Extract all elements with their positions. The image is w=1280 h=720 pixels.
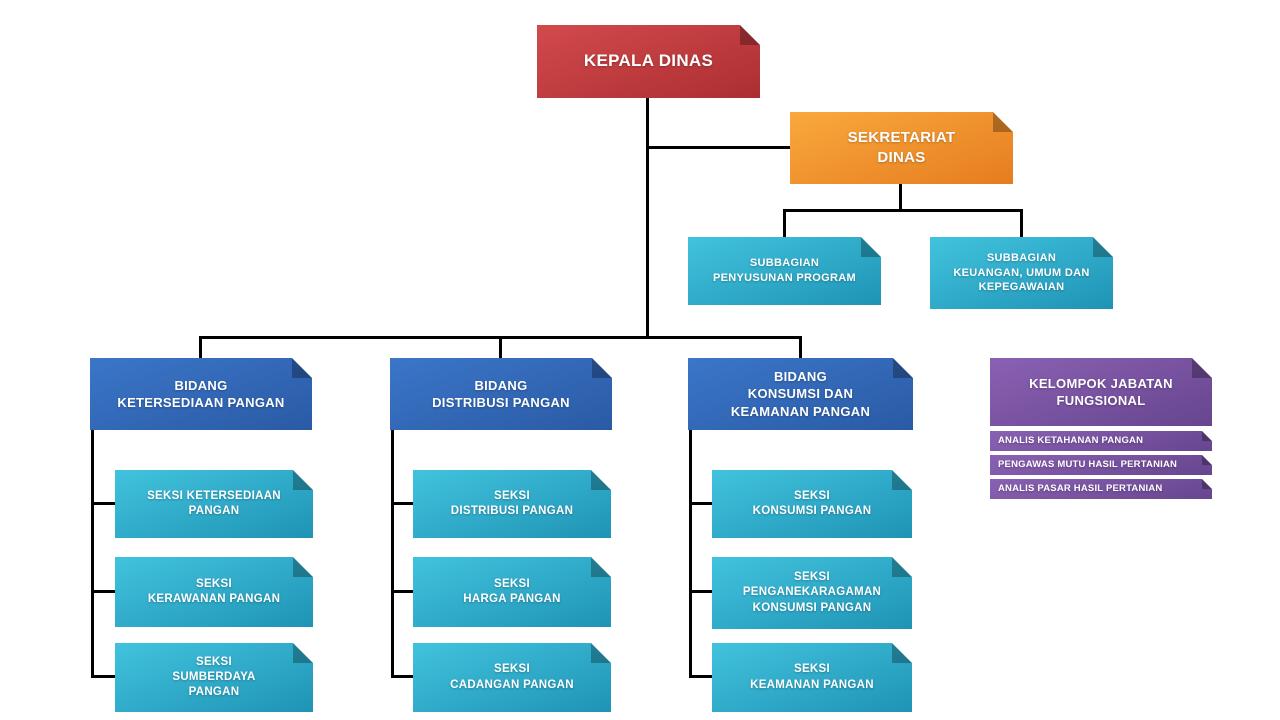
node-label: SUBBAGIAN KEUANGAN, UMUM DAN KEPEGAWAIAN [953,252,1090,294]
node-label: SEKSI PENGANEKARAGAMAN KONSUMSI PANGAN [742,571,882,614]
connector-line [91,675,115,678]
node-label: SEKSI KONSUMSI PANGAN [752,489,872,517]
node-label: SEKSI SUMBERDAYA PANGAN [172,655,256,699]
node-label: KELOMPOK JABATAN FUNGSIONAL [1029,375,1173,408]
node-subbagian-keuangan-umum-kepegawaian: SUBBAGIAN KEUANGAN, UMUM DAN KEPEGAWAIAN [930,237,1113,309]
connector-line [689,502,712,505]
connector-line [499,336,502,358]
bar-label: ANALIS KETAHANAN PANGAN [998,434,1144,446]
connector-line [91,590,115,593]
node-seksi-sumberdaya-pangan: SEKSI SUMBERDAYA PANGAN [115,643,313,712]
node-seksi-ketersediaan-pangan: SEKSI KETERSEDIAAN PANGAN [115,470,313,538]
node-seksi-keamanan-pangan: SEKSI KEAMANAN PANGAN [712,643,912,712]
connector-line [689,590,712,593]
connector-line [899,184,902,212]
connector-line [391,590,413,593]
connector-line [799,336,802,358]
connector-line [391,430,394,678]
connector-line [783,209,786,237]
connector-line [91,430,94,678]
connector-line [199,336,202,358]
node-label: KEPALA DINAS [583,51,714,71]
connector-line [391,675,413,678]
connector-line [646,98,649,339]
bar-label: PENGAWAS MUTU HASIL PERTANIAN [998,458,1178,470]
node-seksi-distribusi-pangan: SEKSI DISTRIBUSI PANGAN [413,470,611,538]
node-kelompok-jabatan-fungsional: KELOMPOK JABATAN FUNGSIONAL [990,358,1212,426]
bar-analis-pasar-hasil-pertanian: ANALIS PASAR HASIL PERTANIAN [990,479,1212,499]
node-label: SEKSI KETERSEDIAAN PANGAN [147,489,281,517]
bar-analis-ketahanan-pangan: ANALIS KETAHANAN PANGAN [990,431,1212,451]
node-label: SEKSI HARGA PANGAN [463,577,561,605]
connector-line [783,209,1023,212]
node-label: SUBBAGIAN PENYUSUNAN PROGRAM [713,257,856,284]
connector-line [91,502,115,505]
node-bidang-ketersediaan-pangan: BIDANG KETERSEDIAAN PANGAN [90,358,312,430]
node-label: SEKSI KERAWANAN PANGAN [147,577,281,605]
connector-line [689,675,712,678]
node-label: SEKSI DISTRIBUSI PANGAN [450,489,574,517]
node-label: BIDANG KONSUMSI DAN KEAMANAN PANGAN [730,369,871,419]
node-seksi-konsumsi-pangan: SEKSI KONSUMSI PANGAN [712,470,912,538]
node-seksi-harga-pangan: SEKSI HARGA PANGAN [413,557,611,627]
connector-line [689,430,692,678]
node-sekretariat-dinas: SEKRETARIAT DINAS [790,112,1013,184]
node-subbagian-penyusunan-program: SUBBAGIAN PENYUSUNAN PROGRAM [688,237,881,305]
node-kepala-dinas: KEPALA DINAS [537,25,760,98]
bar-label: ANALIS PASAR HASIL PERTANIAN [998,482,1163,494]
node-label: SEKRETARIAT DINAS [847,129,956,166]
node-seksi-cadangan-pangan: SEKSI CADANGAN PANGAN [413,643,611,712]
node-label: SEKSI KEAMANAN PANGAN [750,663,874,691]
connector-line [391,502,413,505]
connector-line [1020,209,1023,237]
bar-pengawas-mutu-hasil-pertanian: PENGAWAS MUTU HASIL PERTANIAN [990,455,1212,475]
connector-line [647,146,790,149]
node-label: BIDANG DISTRIBUSI PANGAN [432,377,570,410]
node-seksi-kerawanan-pangan: SEKSI KERAWANAN PANGAN [115,557,313,627]
node-label: SEKSI CADANGAN PANGAN [450,663,574,691]
node-seksi-penganekaragaman-konsumsi-pangan: SEKSI PENGANEKARAGAMAN KONSUMSI PANGAN [712,557,912,629]
node-label: BIDANG KETERSEDIAAN PANGAN [117,377,285,410]
node-bidang-distribusi-pangan: BIDANG DISTRIBUSI PANGAN [390,358,612,430]
node-bidang-konsumsi-keamanan-pangan: BIDANG KONSUMSI DAN KEAMANAN PANGAN [688,358,913,430]
